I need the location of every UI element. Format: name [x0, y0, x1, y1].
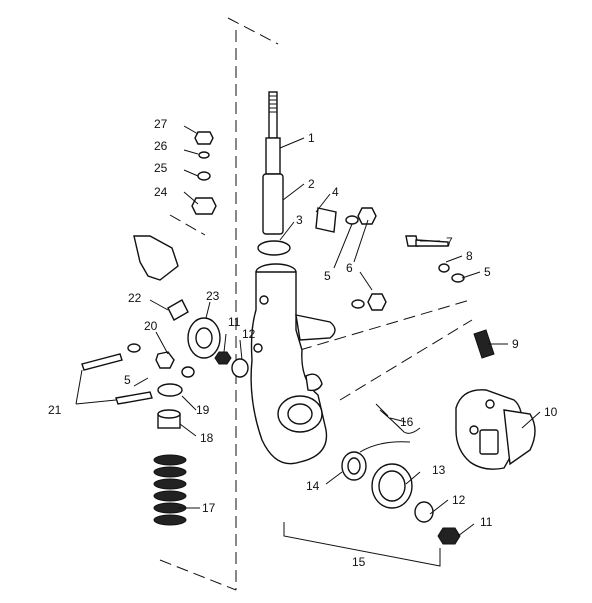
callout-26: 26 [154, 139, 168, 153]
callout-11-upper: 11 [228, 315, 241, 329]
shock-body [262, 173, 284, 235]
callout-3: 3 [296, 213, 303, 227]
callout-17: 17 [202, 501, 216, 515]
seal-upper [231, 358, 249, 378]
callout-24: 24 [154, 185, 168, 199]
mounting-bracket [133, 235, 179, 281]
callout-labels: 1 2 3 4 5 6 7 8 5 9 10 16 13 14 12 11 15… [48, 117, 558, 569]
assembly-centerlines [159, 17, 473, 591]
callout-19: 19 [196, 403, 210, 417]
callout-12-lower: 12 [452, 493, 466, 507]
callout-5-upper: 5 [324, 269, 331, 283]
callout-8: 8 [466, 249, 473, 263]
callout-6: 6 [346, 261, 353, 275]
washer-left-a [127, 343, 141, 353]
callout-18: 18 [200, 431, 214, 445]
washer-ring [341, 451, 367, 481]
seal-ring [257, 240, 291, 256]
coil-spring [153, 454, 187, 526]
callout-12-upper: 12 [242, 327, 256, 341]
callout-15: 15 [352, 555, 366, 569]
nut-24 [191, 197, 217, 215]
spring-seat [157, 409, 181, 429]
callout-5-left: 5 [124, 373, 131, 387]
washer-nut-set-upper [345, 207, 387, 311]
nut-upper [214, 351, 232, 365]
sensor-wire [359, 403, 421, 453]
callout-25: 25 [154, 161, 168, 175]
spindle-housing [250, 263, 336, 465]
washer-left-b [181, 366, 195, 378]
wedge-block [473, 329, 495, 359]
bearing-race [371, 463, 413, 509]
shock-shaft [265, 91, 281, 175]
callout-27: 27 [154, 117, 168, 131]
bracket [315, 207, 337, 233]
callout-1: 1 [308, 131, 315, 145]
callout-9: 9 [512, 337, 519, 351]
callout-23: 23 [206, 289, 220, 303]
nut-27 [194, 131, 214, 145]
pivot-pin [167, 299, 189, 321]
adjuster-nut [155, 351, 175, 369]
callout-20: 20 [144, 319, 158, 333]
callout-10: 10 [544, 405, 558, 419]
callout-16: 16 [400, 415, 414, 429]
callout-22: 22 [128, 291, 142, 305]
callout-13: 13 [432, 463, 446, 477]
brake-caliper [455, 389, 536, 470]
spring-washer [157, 383, 183, 397]
leader-lines [75, 125, 541, 567]
washer-26 [198, 151, 210, 159]
spanner-upper [81, 353, 123, 371]
callout-14: 14 [306, 479, 320, 493]
callout-7: 7 [446, 235, 453, 249]
callout-21: 21 [48, 403, 62, 417]
nut-lower [437, 527, 461, 545]
seal-lower [414, 501, 434, 523]
washer-25 [197, 171, 211, 181]
spanner-lower [115, 391, 153, 405]
callout-2: 2 [308, 177, 315, 191]
callout-4: 4 [332, 185, 339, 199]
callout-11-lower: 11 [480, 515, 493, 529]
pivot-bearing [187, 317, 221, 359]
callout-5-right: 5 [484, 265, 491, 279]
